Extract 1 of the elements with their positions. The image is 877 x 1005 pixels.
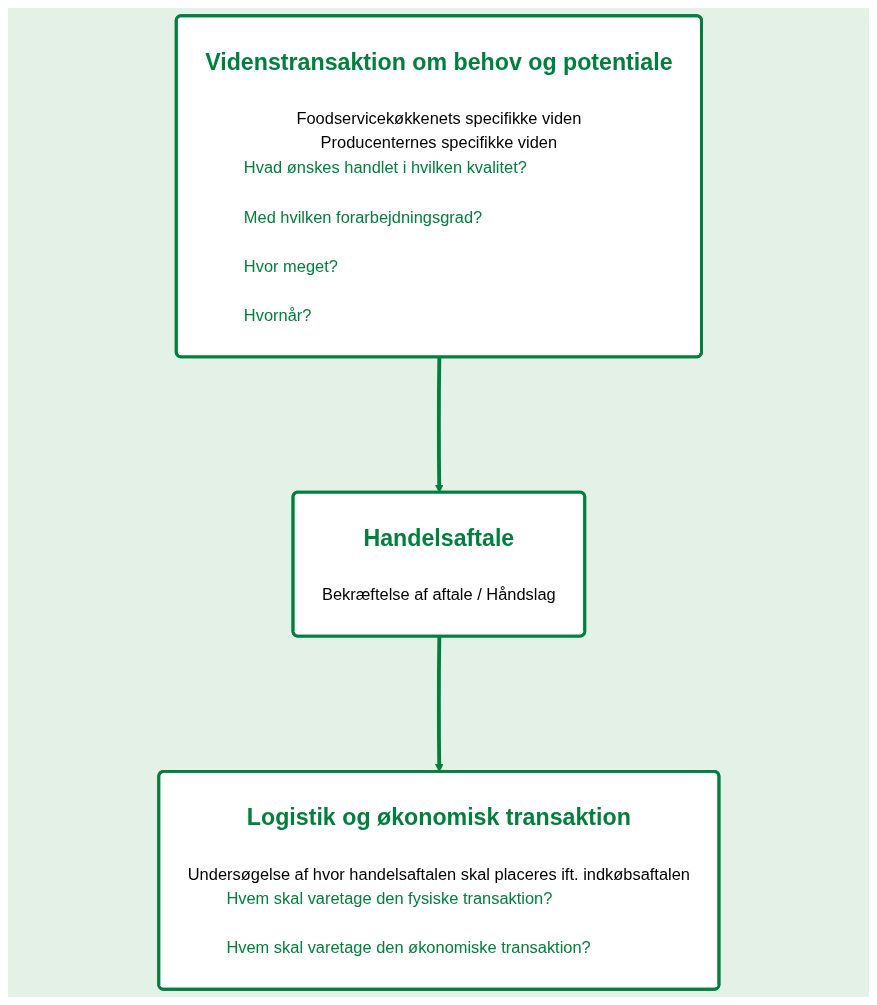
arrow [434,357,444,493]
